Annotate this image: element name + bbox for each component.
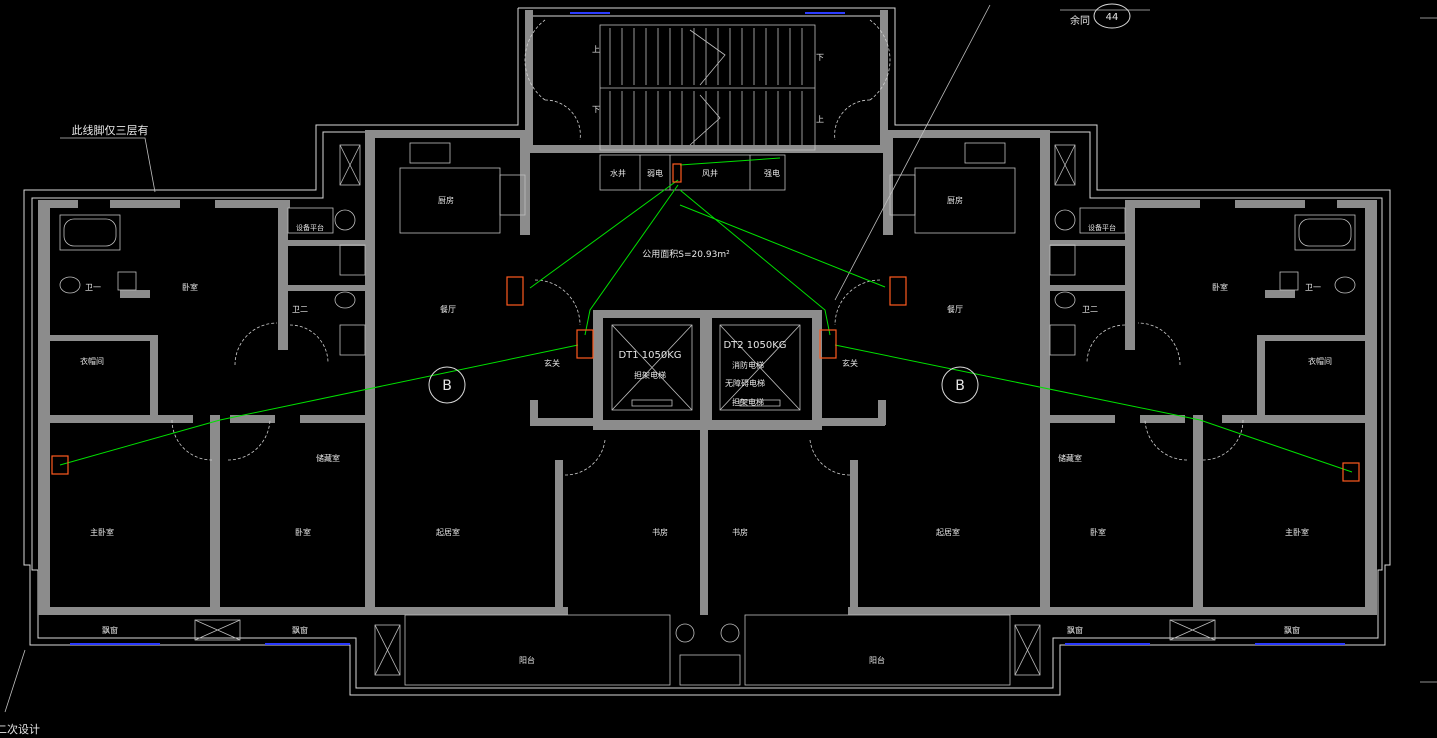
dt2-label2: 无障碍电梯 [725, 378, 765, 388]
left-wc2: 卫二 [292, 305, 308, 314]
shafts [599, 154, 786, 191]
left-dining: 餐厅 [440, 305, 456, 314]
wifi-outlet-right-icon [1342, 462, 1360, 482]
left-wc1: 卫一 [85, 283, 101, 292]
leader-lines [4, 4, 1437, 713]
left-balcony: 阳台 [519, 655, 535, 665]
left-bedroom-top: 卧室 [182, 282, 198, 292]
right-kitchen: 厨房 [947, 195, 963, 205]
left-kitchen: 厨房 [438, 195, 454, 205]
staircase [524, 19, 891, 151]
dt2-label1: 消防电梯 [732, 360, 764, 370]
stair-down-2: 下 [592, 105, 600, 114]
right-wc2: 卫二 [1082, 305, 1098, 314]
note-left: 此线脚仅三层有 [72, 123, 149, 137]
outer-outline [23, 7, 1391, 696]
axis-left: B [442, 378, 452, 394]
right-window1: 飘窗 [1067, 625, 1083, 635]
right-bedroom: 卧室 [1090, 527, 1106, 537]
left-equip: 设备平台 [296, 223, 324, 232]
right-wc1: 卫一 [1305, 283, 1321, 292]
stair-up-2: 上 [816, 115, 824, 124]
dt2-label3: 担架电梯 [732, 397, 764, 407]
wifi-outlet-left-icon [51, 455, 69, 475]
walls [38, 10, 1377, 615]
dt1-model: DT1 1050KG [618, 350, 681, 361]
data-panel-left-icon [506, 276, 524, 306]
entry-panel-right-icon [819, 329, 837, 359]
left-living: 起居室 [436, 527, 460, 537]
elevators [611, 324, 801, 411]
shaft-strong: 强电 [764, 168, 780, 178]
note-topright: 余同 [1070, 14, 1090, 27]
dt2-model: DT2 1050KG [723, 340, 786, 351]
note-topright-num: 44 [1106, 12, 1119, 23]
right-master: 主卧室 [1285, 527, 1309, 537]
right-living: 起居室 [936, 527, 960, 537]
data-panel-right-icon [889, 276, 907, 306]
shaft-weak: 弱电 [647, 168, 663, 178]
right-storage: 储藏室 [1058, 453, 1082, 463]
right-entry: 玄关 [842, 358, 858, 368]
door-swings [171, 279, 1244, 476]
left-window1: 飘窗 [102, 625, 118, 635]
right-cloak: 衣帽间 [1308, 356, 1332, 366]
left-cloak: 衣帽间 [80, 356, 104, 366]
right-balcony: 阳台 [869, 655, 885, 665]
right-study: 书房 [732, 527, 748, 537]
axis-right: B [955, 378, 965, 394]
left-bedroom: 卧室 [295, 527, 311, 537]
devices [51, 163, 1360, 482]
shaft-wind: 风井 [702, 168, 718, 178]
dt1-label: 担架电梯 [634, 370, 666, 380]
left-storage: 储藏室 [316, 453, 340, 463]
core-junction-icon [672, 163, 682, 183]
axis-bubbles [428, 3, 1131, 404]
shaft-water: 水井 [610, 168, 626, 178]
entry-panel-left-icon [576, 329, 594, 359]
right-bedroom-top: 卧室 [1212, 282, 1228, 292]
left-master: 主卧室 [90, 527, 114, 537]
public-area: 公用面积S=20.93m² [642, 248, 730, 260]
network-cabling [59, 157, 1353, 473]
labels: 此线脚仅三层有 二次设计 余同 44 公用面积S=20.93m² B B 上 下… [0, 12, 1332, 736]
right-window2: 飘窗 [1284, 625, 1300, 635]
note-bottom: 二次设计 [0, 722, 40, 736]
window-glass [70, 12, 1345, 645]
left-entry: 玄关 [544, 358, 560, 368]
stair-up-1: 上 [592, 45, 600, 54]
left-window2: 飘窗 [292, 625, 308, 635]
right-dining: 餐厅 [947, 305, 963, 314]
right-equip: 设备平台 [1088, 223, 1116, 232]
fixtures [59, 142, 1356, 686]
left-study: 书房 [652, 527, 668, 537]
stair-down-1: 下 [816, 53, 824, 62]
